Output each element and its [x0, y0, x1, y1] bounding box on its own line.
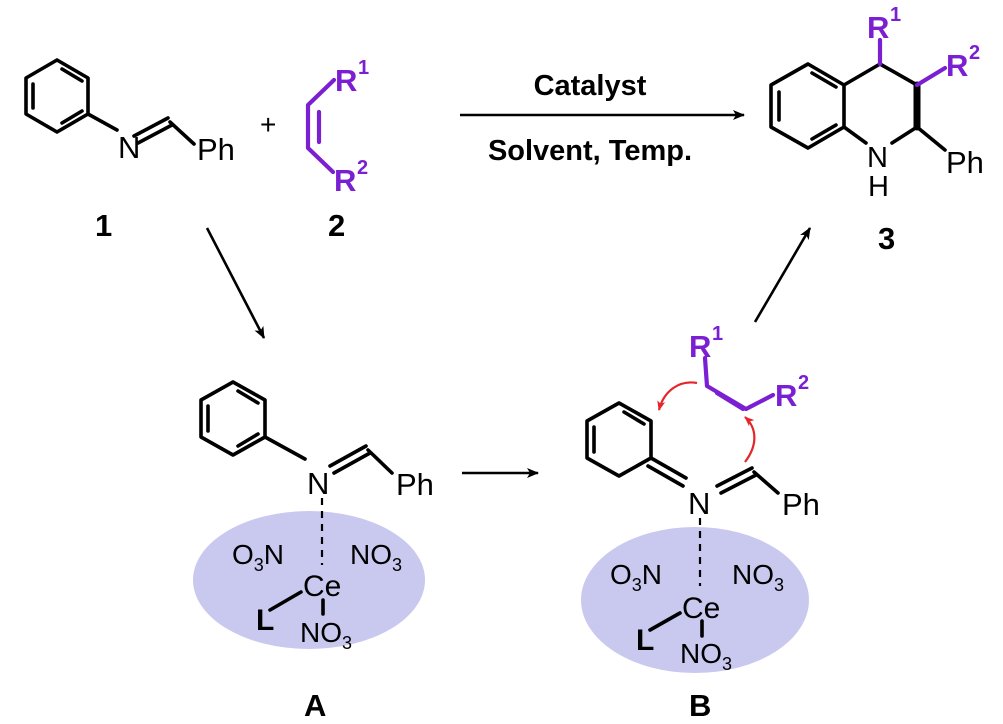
product-nitrogen: N: [867, 142, 888, 174]
a-no3-right: NO3: [350, 539, 402, 575]
aromatic-inner-bonds: [31, 67, 84, 125]
b-phenyl-ring: [585, 401, 653, 478]
arrow-b-to-3: [753, 227, 812, 323]
alkene-r2-superscript: 2: [357, 157, 368, 179]
alkene-skeleton: [305, 77, 337, 175]
phenyl-ring: [24, 58, 90, 134]
b-r2: R: [775, 378, 797, 413]
cerium-complex-ellipse-a: [193, 511, 425, 649]
product-r1: R: [867, 10, 889, 45]
b-ce-l-bond: [648, 611, 682, 632]
product-c4-c3-bond: [878, 62, 919, 87]
product-c2-n-bond: [890, 125, 919, 145]
a-nitrogen: N: [307, 466, 329, 501]
product-r2-superscript: 2: [969, 42, 980, 64]
a-aromatic-inner: [206, 389, 260, 448]
b-electron-arrow-to-ring: [657, 381, 698, 411]
product-r2: R: [946, 48, 968, 83]
b-electron-arrow-to-imine: [744, 416, 756, 463]
compound-number-1: 1: [95, 208, 112, 243]
product-r1-superscript: 1: [890, 4, 901, 26]
product-c2-ph-bond: [915, 125, 947, 152]
alkene-r1-superscript: 1: [358, 57, 369, 79]
a-cerium: Ce: [303, 570, 341, 603]
arrow-1-to-a: [205, 227, 266, 339]
product-nh-hydrogen: H: [868, 171, 889, 203]
a-no3-bottom: NO3: [300, 617, 352, 653]
imine-reactant-1: N Ph 1: [24, 58, 235, 243]
intermediate-b: N Ph R 1 R 2 O3N NO3 Ce L NO3 B: [581, 323, 820, 723]
b-no3-right: NO3: [732, 559, 784, 595]
intermediate-label-a: A: [304, 688, 326, 723]
condition-solvent-temp: Solvent, Temp.: [488, 135, 692, 167]
product-phenyl: Ph: [946, 145, 984, 180]
product-benzo-ring: [769, 62, 846, 150]
b-o3n-group: O3N: [610, 559, 662, 595]
b-exocyclic-double-bond: [646, 456, 688, 488]
imine-nitrogen: N: [118, 130, 140, 165]
a-ligand: L: [256, 604, 274, 637]
alkene-r1: R: [335, 63, 357, 98]
alkene-reactant-2: R 1 R 2 2: [305, 57, 369, 243]
a-n-c-double-bond: [328, 444, 372, 475]
b-r1-superscript: 1: [712, 323, 723, 345]
b-r2-superscript: 2: [798, 372, 809, 394]
plus-sign: +: [260, 109, 276, 140]
n-c-double-bond: [132, 116, 174, 145]
a-c-n-bond: [263, 435, 307, 461]
c-n-bond: [86, 112, 119, 132]
a-ce-l-bond: [268, 590, 303, 612]
intermediate-a: N Ph O3N NO3 Ce L NO3 A: [193, 380, 434, 723]
alkene-r2: R: [334, 163, 356, 198]
product-n-c8a-bond: [842, 125, 868, 145]
b-aromatic-inner: [592, 410, 646, 454]
b-no3-bottom: NO3: [680, 638, 732, 674]
b-n-c-double-bond: [715, 466, 758, 495]
a-phenyl-ring: [199, 380, 267, 457]
condition-catalyst: Catalyst: [534, 70, 647, 102]
intermediate-label-b: B: [689, 688, 711, 723]
compound-number-3: 3: [878, 221, 895, 256]
imine-phenyl: Ph: [197, 132, 235, 167]
a-o3n-group: O3N: [232, 539, 284, 575]
b-c-ph-bond: [752, 470, 780, 495]
cerium-complex-ellipse-b: [581, 527, 809, 673]
product-3: R 1 R 2 N H Ph 3: [769, 4, 984, 256]
a-phenyl: Ph: [396, 467, 434, 502]
compound-number-2: 2: [328, 208, 345, 243]
product-c3-r2-bond: [914, 65, 948, 88]
c-ph-bond: [168, 120, 196, 146]
a-c-ph-bond: [366, 448, 394, 475]
product-c4a-c4-bond: [842, 62, 882, 87]
b-alkene-double-bond-inner: [714, 390, 746, 412]
b-ligand: L: [636, 624, 654, 657]
b-nitrogen: N: [688, 486, 710, 521]
b-phenyl: Ph: [782, 487, 820, 522]
b-r1: R: [689, 329, 711, 364]
b-alkene-skeleton: [702, 355, 776, 412]
product-aromatic-inner: [777, 71, 838, 141]
